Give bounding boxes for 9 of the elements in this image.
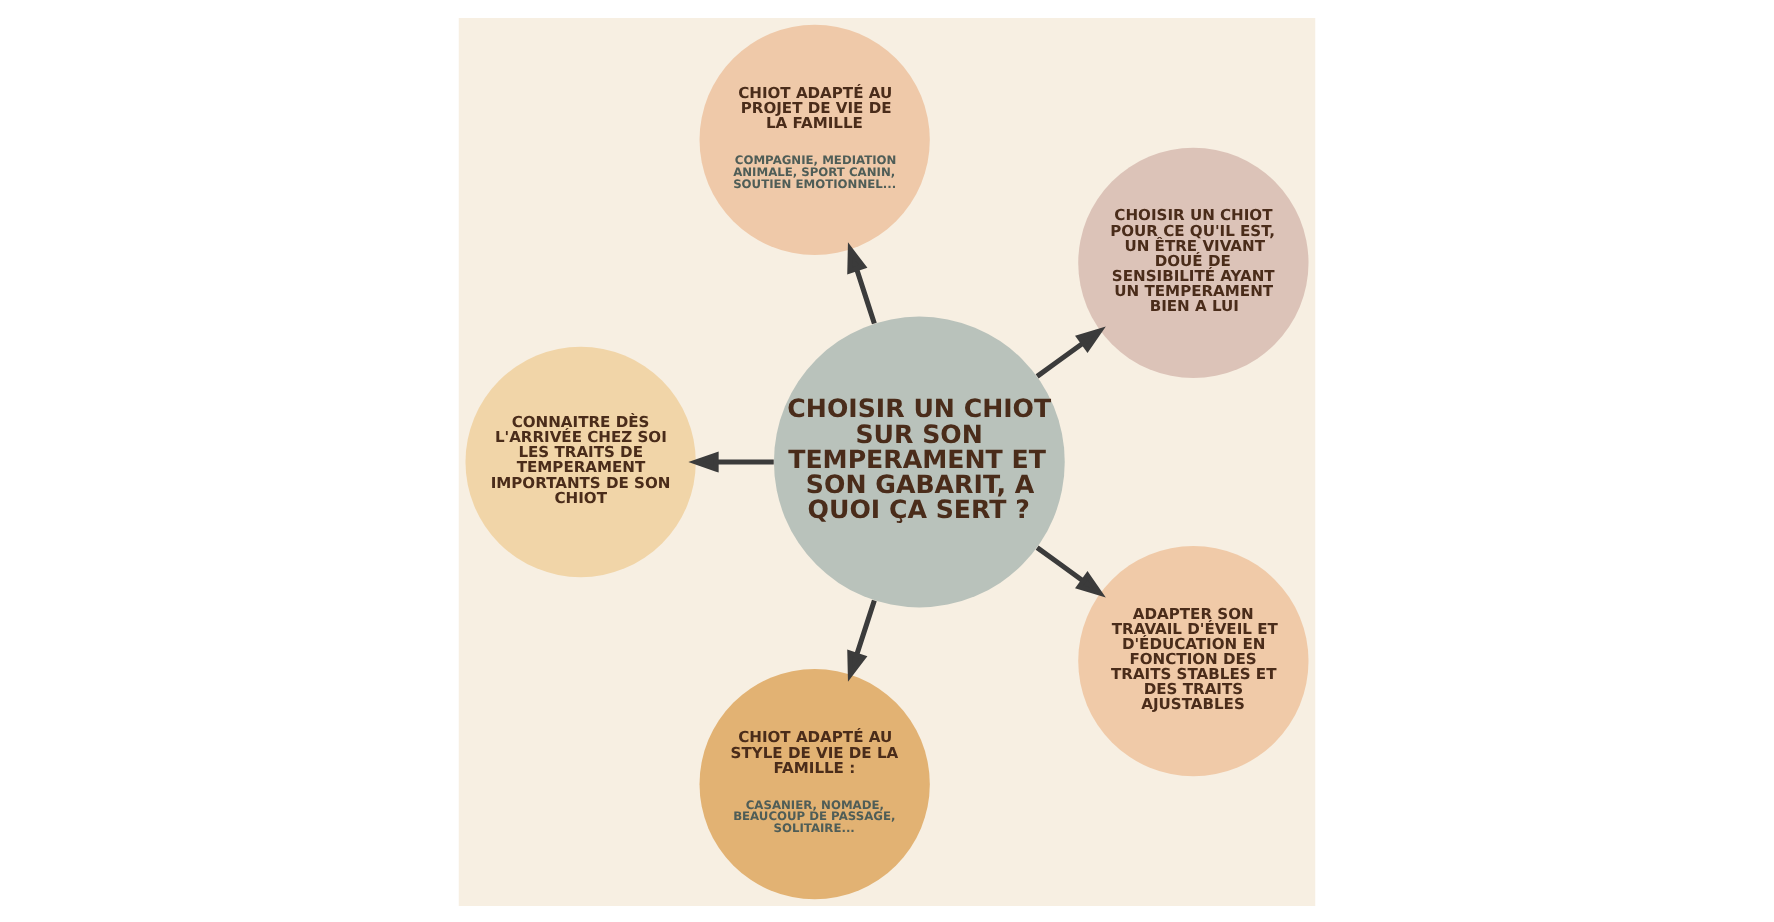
arrow	[847, 598, 877, 681]
node-circle: CHOISIR UN CHIOT POUR CE QU'IL EST, UN ÊTRE VIVANT DOUÉ DE SENSIBILITÉ AYANT UN TEMPERAMENT BIEN A LUI	[1078, 146, 1309, 378]
arrow	[1035, 544, 1106, 597]
node-circle: CHOISIR UN CHIOT SUR SON TEMPERAMENT ET SON GABARIT, A QUOI ÇA SERT ?	[773, 315, 1065, 607]
arrow	[847, 241, 877, 324]
node-circle: CONNAITRE DÈS L'ARRIVÉE CHEZ SOI LES TRAITS DE TEMPERAMENT IMPORTANTS DE SON CHIOT	[465, 345, 696, 577]
arrow	[1035, 325, 1106, 378]
arrow	[688, 450, 774, 472]
node-circle: ADAPTER SON TRAVAIL D'ÉVEIL ET D'ÉDUCATION EN FONCTION DES TRAITS STABLES ET DES TRAITS AJUSTABLES	[1078, 544, 1309, 776]
